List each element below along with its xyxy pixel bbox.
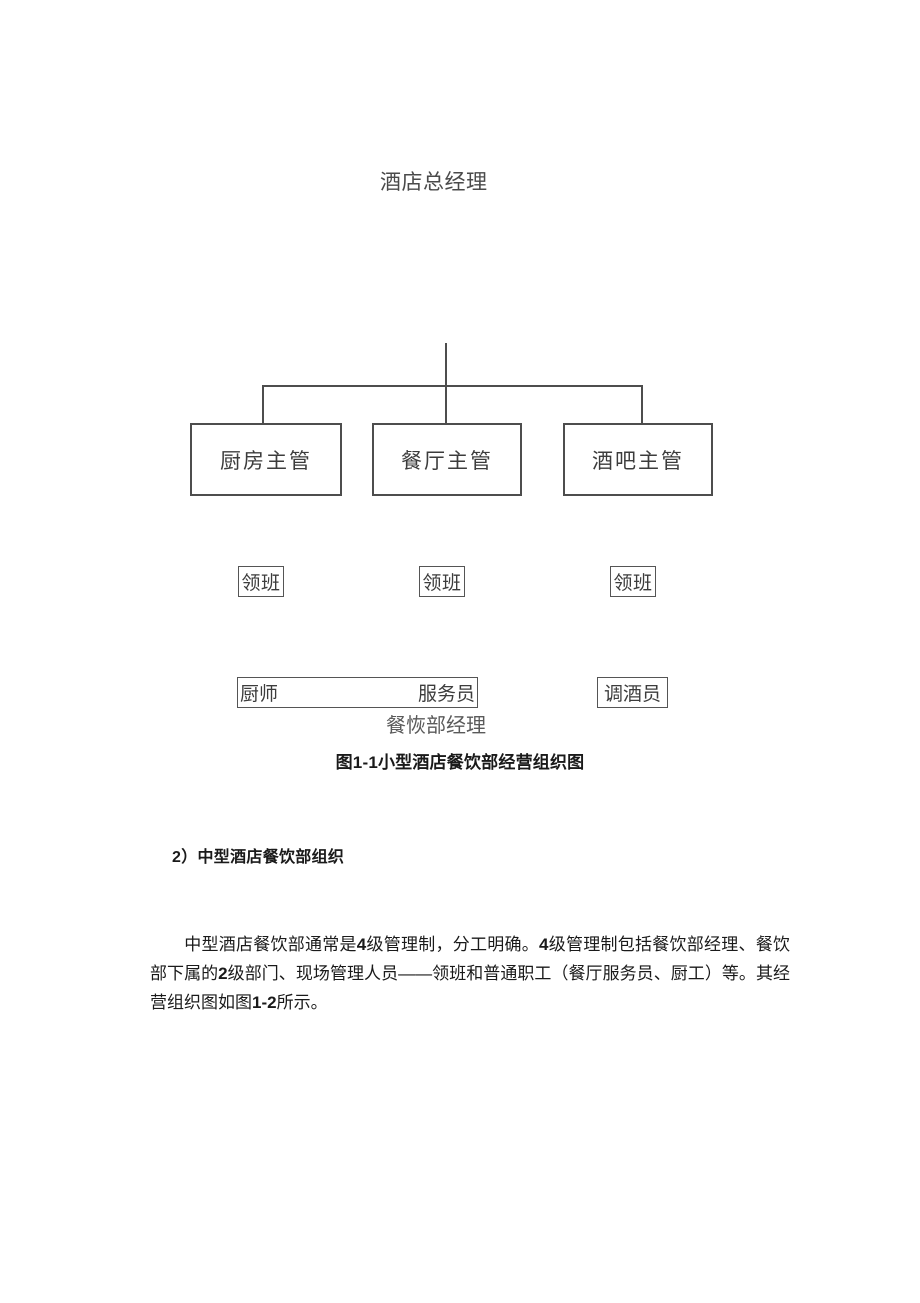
body-paragraph: 中型酒店餐饮部通常是4级管理制，分工明确。4级管理制包括餐饮部经理、餐饮部下属的… (150, 930, 790, 1017)
org-node-staff-group: 厨师 服务员 (237, 677, 478, 708)
figure-caption: 图1-1小型酒店餐饮部经营组织图 (335, 753, 585, 772)
org-chart: 酒店总经理 厨房主管 餐厅主管 酒吧主管 领班 领班 领班 厨师 服务员 调酒员… (190, 171, 713, 772)
org-node-restaurant-supervisor: 餐厅主管 (372, 423, 522, 496)
org-node-foreman-2: 领班 (419, 566, 465, 597)
paragraph-text-3: 级管理制包括餐饮部经理、餐饮部下属的 (150, 935, 791, 983)
org-node-bar-supervisor: 酒吧主管 (563, 423, 713, 496)
paragraph-emphasis-3: 2 (218, 964, 228, 983)
paragraph-text-5: 所示。 (276, 993, 328, 1012)
connector-drop-middle (445, 385, 447, 425)
paragraph-emphasis-2: 4 (539, 935, 549, 954)
connector-drop-right (641, 385, 643, 425)
connector-root-stem (445, 343, 447, 387)
paragraph-text-1: 中型酒店餐饮部通常是 (184, 935, 357, 954)
paragraph-text-2: 级管理制，分工明确。 (366, 935, 540, 954)
org-root-title: 酒店总经理 (380, 171, 488, 194)
paragraph-text-4: 级部门、现场管理人员——领班和普通职工（餐厅服务员、厨工）等。其经营组织图如图 (150, 964, 791, 1012)
org-node-foreman-3: 领班 (610, 566, 656, 597)
connector-drop-left (262, 385, 264, 425)
section-heading: 2）中型酒店餐饮部组织 (172, 849, 345, 866)
org-node-bartender: 调酒员 (597, 677, 668, 708)
paragraph-emphasis-1: 4 (356, 935, 367, 954)
org-node-kitchen-supervisor: 厨房主管 (190, 423, 342, 496)
org-node-cook: 厨师 (240, 684, 279, 705)
org-node-foreman-1: 领班 (238, 566, 284, 597)
org-node-waiter: 服务员 (417, 684, 475, 705)
org-overlay-label-fnb-manager: 餐恢部经理 (386, 715, 486, 737)
paragraph-emphasis-4: 1-2 (252, 993, 277, 1012)
connector-horizontal-bar (262, 385, 643, 387)
